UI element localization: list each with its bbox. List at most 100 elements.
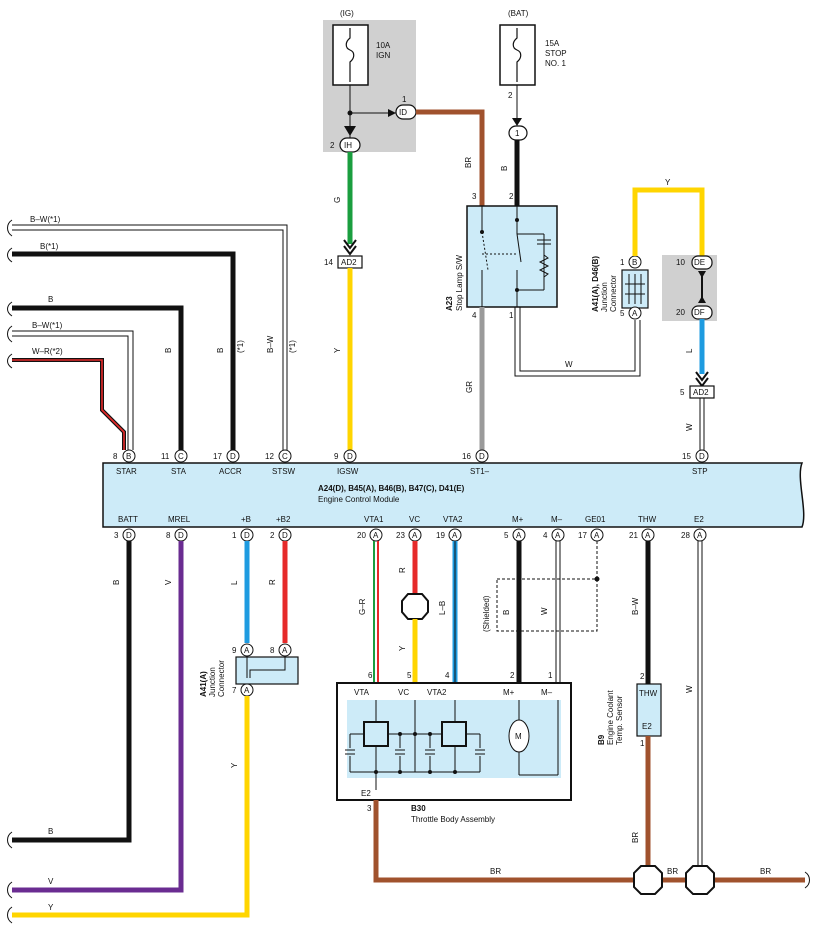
label-wire_codes-stsw_note: (*1) bbox=[288, 340, 297, 353]
label-ecm-top_pins-1-pin: 11 bbox=[161, 452, 170, 461]
label-connectors-ad2_right: AD2 bbox=[693, 388, 709, 397]
label-ecm-top_pins-2-name: ACCR bbox=[219, 467, 242, 476]
label-ecm-bottom_pins-10-pin: 21 bbox=[629, 531, 638, 540]
label-stop_sw-pin3: 3 bbox=[472, 192, 477, 201]
wire-b-batt bbox=[12, 541, 132, 843]
label-ecm-bottom_pins-10-name: THW bbox=[638, 515, 657, 524]
label-wire_codes-accr: B bbox=[216, 348, 225, 353]
label-connectors-ih: IH bbox=[344, 141, 352, 150]
label-wire_codes-gr: GR bbox=[465, 381, 474, 393]
label-wire_codes-bot_v: V bbox=[48, 877, 54, 886]
label-throttle-pins-3-name: M+ bbox=[503, 688, 515, 697]
throttle-id: B30 bbox=[411, 804, 426, 813]
label-jc_left-conn7: A bbox=[244, 686, 250, 695]
label-jc_right-name1: Junction bbox=[600, 282, 609, 312]
label-wire_codes-thw: B–W bbox=[631, 597, 640, 615]
label-ecm-bottom_pins-4-pin: 20 bbox=[357, 531, 366, 540]
vc-splice bbox=[401, 593, 429, 620]
stop-fuse-name2: NO. 1 bbox=[545, 59, 566, 68]
label-ecm-bottom_pins-4-name: VTA1 bbox=[364, 515, 384, 524]
label-jc_right-conn1: B bbox=[632, 258, 637, 267]
label-ecm-bottom_pins-9-pin: 17 bbox=[578, 531, 587, 540]
label-wire_codes-pb2: R bbox=[268, 579, 277, 585]
label-wire_codes-w_right: W bbox=[685, 423, 694, 431]
label-ecm-top_pins-5-name: ST1– bbox=[470, 467, 490, 476]
label-thw_sensor-bottom: E2 bbox=[642, 722, 652, 731]
label-thw_sensor-pin1: 1 bbox=[640, 739, 645, 748]
label-throttle-pins-0-pin: 6 bbox=[368, 671, 373, 680]
wire-v-mrel bbox=[12, 541, 184, 893]
label-throttle-pins-4-pin: 1 bbox=[548, 671, 553, 680]
ig-label: (IG) bbox=[340, 9, 354, 18]
connector-ad2-right bbox=[689, 385, 715, 399]
label-ecm-bottom_pins-7-conn: A bbox=[516, 531, 522, 540]
motor-icon bbox=[508, 719, 530, 753]
label-ecm-bottom_pins-8-name: M– bbox=[551, 515, 563, 524]
label-throttle-pins-1-name: VC bbox=[398, 688, 409, 697]
label-ecm-top_pins-5-pin: 16 bbox=[462, 452, 471, 461]
label-ecm-top_pins-1-conn: C bbox=[178, 452, 184, 461]
label-ecm-bottom_pins-2-pin: 1 bbox=[232, 531, 237, 540]
label-ecm-top_pins-6-name: STP bbox=[692, 467, 708, 476]
label-wire_codes-y_jc: Y bbox=[230, 762, 239, 768]
label-jc_left-pin9: 9 bbox=[232, 646, 237, 655]
label-jc_left-name1: Junction bbox=[208, 667, 217, 697]
throttle-name: Throttle Body Assembly bbox=[411, 815, 495, 824]
ign-fuse-rating: 10A bbox=[376, 41, 391, 50]
label-thw_sensor-name1: Engine Coolant bbox=[606, 690, 615, 745]
label-wire_codes-vc2: Y bbox=[398, 645, 407, 651]
label-connectors-df: DF bbox=[694, 308, 705, 317]
ign-fuse-name: IGN bbox=[376, 51, 390, 60]
label-ecm-bottom_pins-1-name: MREL bbox=[168, 515, 191, 524]
label-ecm-bottom_pins-2-conn: D bbox=[244, 531, 250, 540]
label-thw_sensor-name2: Temp. Sensor bbox=[615, 695, 624, 745]
label-stop_sw-pin4: 4 bbox=[472, 311, 477, 320]
label-jc_left-id: A41(A) bbox=[199, 671, 208, 697]
label-throttle-motor: M bbox=[515, 732, 522, 741]
label-ecm-bottom_pins-11-pin: 28 bbox=[681, 531, 690, 540]
label-wire_codes-br_bot3: BR bbox=[760, 867, 771, 876]
label-throttle-pins-0-name: VTA bbox=[354, 688, 370, 697]
wire-br-top bbox=[416, 109, 485, 206]
label-ecm-top_pins-6-conn: D bbox=[699, 452, 705, 461]
label-wire_codes-mm: W bbox=[540, 607, 549, 615]
label-ecm-bottom_pins-5-name: VC bbox=[409, 515, 420, 524]
label-wire_codes-br_bot1: BR bbox=[490, 867, 501, 876]
label-jc_right-pin1: 1 bbox=[620, 258, 625, 267]
label-ecm-top_pins-0-conn: B bbox=[126, 452, 131, 461]
ecm-name: Engine Control Module bbox=[318, 495, 400, 504]
label-ecm-bottom_pins-8-conn: A bbox=[555, 531, 561, 540]
label-wire_codes-bot_y: Y bbox=[48, 903, 54, 912]
label-throttle-e2: E2 bbox=[361, 789, 371, 798]
label-throttle-pins-2-name: VTA2 bbox=[427, 688, 447, 697]
label-ecm-bottom_pins-4-conn: A bbox=[373, 531, 379, 540]
label-wire_codes-bot_b: B bbox=[48, 827, 53, 836]
label-ecm-bottom_pins-6-pin: 19 bbox=[436, 531, 445, 540]
wire-y-jc bbox=[12, 696, 250, 918]
label-ecm-bottom_pins-3-conn: D bbox=[282, 531, 288, 540]
label-jc_left-name2: Connector bbox=[217, 660, 226, 697]
stop-fuse-icon bbox=[512, 28, 522, 82]
label-throttle-pins-2-pin: 4 bbox=[445, 671, 450, 680]
label-wire_codes-vta1: G–R bbox=[358, 598, 367, 615]
label-wire_codes-b_top: B bbox=[500, 166, 509, 171]
label-connectors-id: ID bbox=[399, 108, 407, 117]
label-ecm-bottom_pins-0-pin: 3 bbox=[114, 531, 119, 540]
label-ecm-top_pins-3-pin: 12 bbox=[265, 452, 274, 461]
label-wire_codes-y_top: Y bbox=[333, 347, 342, 353]
label-ecm-top_pins-3-conn: C bbox=[282, 452, 288, 461]
label-wire_codes-mrel: V bbox=[164, 579, 173, 585]
wire-b-accr bbox=[12, 251, 236, 450]
label-wire_codes-l_right: L bbox=[685, 348, 694, 353]
label-jc_left-conn8: A bbox=[282, 646, 288, 655]
label-ecm-bottom_pins-11-conn: A bbox=[697, 531, 703, 540]
stop-fuse-name1: STOP bbox=[545, 49, 567, 58]
label-connectors-ad2_top: AD2 bbox=[341, 258, 357, 267]
label-jc_right-conn5: A bbox=[632, 309, 638, 318]
label-connectors-de_pin: 10 bbox=[676, 258, 685, 267]
label-stop_sw-name: Stop Lamp S/W bbox=[455, 255, 464, 311]
label-ecm-bottom_pins-1-conn: D bbox=[178, 531, 184, 540]
label-left_wires-1-label: B(*1) bbox=[40, 242, 59, 251]
label-left_wires-0-label: B–W(*1) bbox=[30, 215, 61, 224]
bat-label: (BAT) bbox=[508, 9, 529, 18]
